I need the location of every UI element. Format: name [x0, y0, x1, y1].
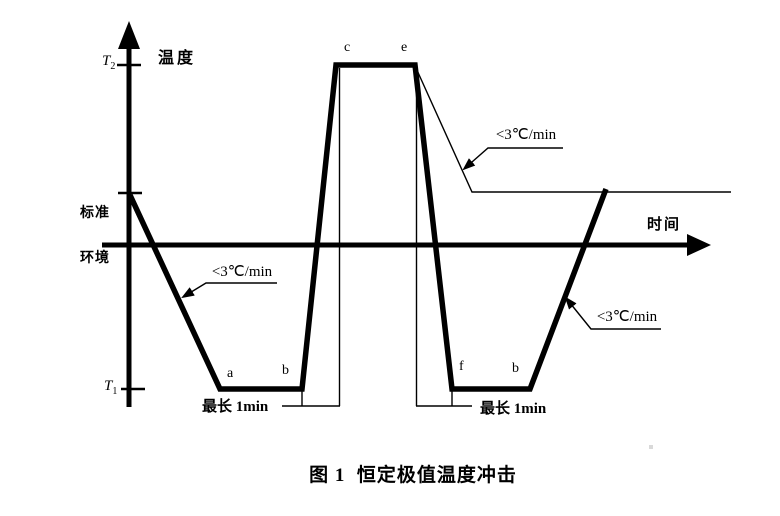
rate-bottom-right-leader: [564, 296, 661, 330]
duration-label-left: 最长 1min: [202, 399, 269, 415]
temperature-profile-line: [127, 62, 609, 392]
t1-sub: 1: [112, 386, 118, 397]
rate-left-leader: [181, 282, 277, 299]
duration-label-right: 最长 1min: [480, 401, 547, 417]
t2-base: T: [102, 53, 111, 69]
x-axis-label: 时间: [647, 217, 682, 233]
t1-base: T: [104, 378, 113, 394]
figure-caption: 图 1 恒定极值温度冲击: [309, 465, 517, 486]
std-env-return-line: [415, 67, 731, 193]
y-axis-label: 温度: [158, 50, 197, 67]
scan-artifact-speck: [649, 445, 653, 449]
x-axis-arrow-icon: [687, 234, 711, 256]
rate-top-right-leader: [462, 147, 563, 171]
tick-label-std-env: 标准 环境: [80, 176, 110, 296]
point-label-c: c: [344, 40, 351, 55]
std-env-line2: 环境: [80, 251, 110, 266]
t2-sub: 2: [110, 61, 116, 72]
point-label-b1: b: [282, 363, 289, 378]
y-axis-arrow-icon: [118, 21, 140, 49]
point-label-e: e: [401, 40, 408, 55]
point-label-b2: b: [512, 361, 519, 376]
rate-annotation-bottom-right: <3℃/min: [596, 309, 658, 325]
tick-label-t2: T2: [102, 53, 115, 72]
rate-annotation-left: <3℃/min: [211, 264, 273, 280]
point-label-a: a: [227, 366, 234, 381]
tick-label-t1: T1: [104, 378, 117, 397]
rate-annotation-top-right: <3℃/min: [495, 127, 557, 143]
std-env-line1: 标准: [80, 206, 110, 221]
point-label-f: f: [459, 359, 464, 374]
